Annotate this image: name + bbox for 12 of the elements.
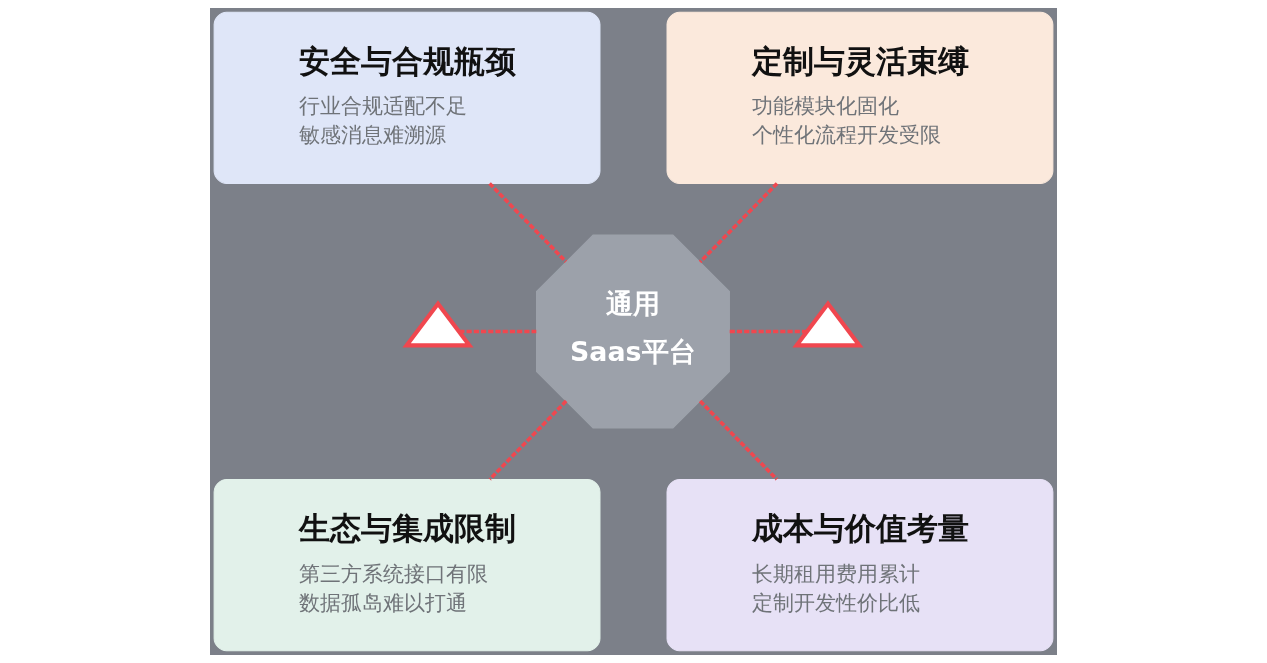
connector [488, 182, 568, 263]
node-box: 生态与集成限制 第三方系统接口有限 数据孤岛难以打通 [213, 479, 601, 652]
node-triangle [402, 300, 474, 348]
connector [698, 182, 779, 264]
node-box: 安全与合规瓶颈 行业合规适配不足 敏感消息难溯源 [213, 11, 601, 184]
node-box: 定制与灵活束缚 功能模块化固化 个性化流程开发受限 [666, 11, 1054, 184]
connector [729, 329, 807, 334]
node-box: 成本与价值考量 长期租用费用累计 定制开发性价比低 [666, 479, 1054, 652]
connector [459, 329, 537, 334]
connector [698, 399, 779, 481]
connector [488, 399, 568, 481]
node-triangle [792, 300, 864, 348]
